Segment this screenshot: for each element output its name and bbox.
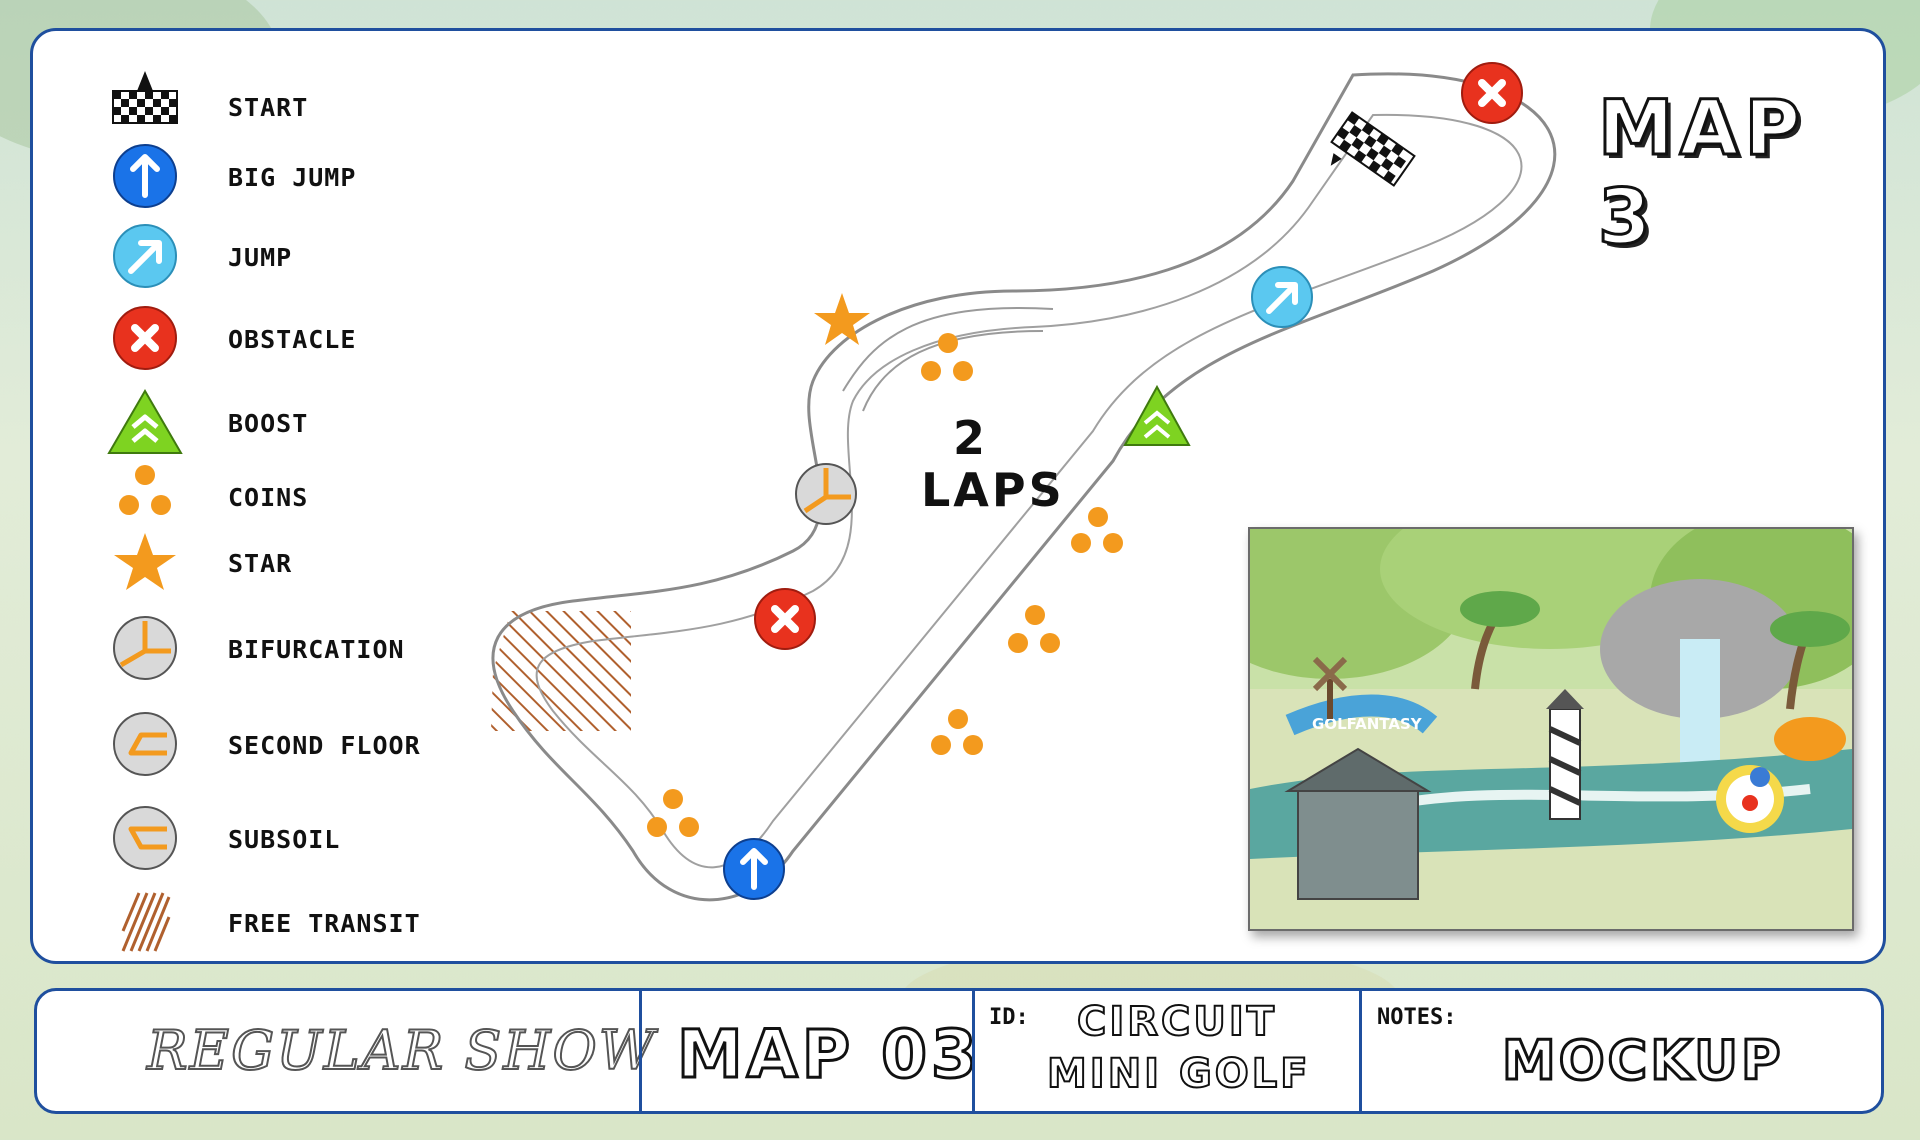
map-code: MAP 03 [676,1015,981,1095]
free-transit-icon [121,892,171,952]
legend-item-free-transit: FREE TRANSIT [33,887,493,957]
coins-icon [931,709,983,755]
jump-icon [113,224,177,288]
map-panel: START BIG JUMP JUMP OBSTACLE BOOST [30,28,1886,964]
second-floor-icon [113,712,177,776]
coins-icon [1071,507,1123,553]
notes-label: NOTES: [1377,1005,1457,1030]
legend-label: FREE TRANSIT [228,909,421,938]
legend-label: STAR [228,549,293,578]
coins-icon [921,333,973,381]
boost-icon [1123,384,1191,446]
obstacle-icon [113,306,177,370]
laps-count: 2 [953,411,986,465]
id-label: ID: [989,1005,1029,1030]
legend-label: BOOST [228,409,309,438]
track-edge [491,72,1557,902]
coins-icon [647,789,699,837]
lane-line [862,330,1044,412]
legend-item-subsoil: SUBSOIL [33,803,493,873]
star-icon [114,533,176,590]
legend-label: BIFURCATION [228,635,405,664]
legend-item-obstacle: OBSTACLE [33,303,493,373]
start-flag-icon [1330,111,1416,187]
circuit-id-line-2: MINI GOLF [1046,1050,1311,1098]
divider [1359,991,1362,1111]
legend-label: START [228,93,309,122]
jump-icon [1251,266,1313,328]
legend-label: COINS [228,483,309,512]
scene-illustration: GOLFANTASY [1250,529,1852,929]
legend-item-start: START [33,71,493,141]
legend-item-big-jump: BIG JUMP [33,141,493,211]
scene-sign-text: GOLFANTASY [1312,715,1423,733]
notes-value: MOCKUP [1501,1028,1784,1094]
bifurcation-icon [795,463,857,525]
obstacle-icon [1461,62,1523,124]
legend-label: JUMP [228,243,293,272]
show-title: REGULAR SHOW [146,1018,657,1083]
legend-item-bifurcation: BIFURCATION [33,613,493,683]
bifurcation-icon [113,616,177,680]
legend-item-star: STAR [33,527,493,597]
boost-icon [107,389,183,454]
lane-line [842,307,1054,392]
circuit-id-line-1: CIRCUIT [1076,998,1278,1046]
subsoil-icon [113,806,177,870]
laps-label: LAPS [921,463,1065,517]
title-block: REGULAR SHOW MAP 03 ID: CIRCUIT MINI GOL… [34,988,1884,1114]
map-title: MAP 3 [1597,82,1807,263]
star-icon [814,293,870,345]
mini-golf-scene-image: GOLFANTASY [1248,527,1854,931]
divider [972,991,975,1111]
legend-item-second-floor: SECOND FLOOR [33,709,493,779]
coins-icon [119,465,171,515]
big-jump-icon [113,144,177,208]
coins-icon [1008,605,1060,653]
start-flag-icon [112,71,178,124]
divider [639,991,642,1111]
legend-label: OBSTACLE [228,325,357,354]
legend-label: BIG JUMP [228,163,357,192]
free-transit-zone [491,611,631,731]
legend-label: SUBSOIL [228,825,341,854]
race-track [491,62,1557,902]
legend-item-boost: BOOST [33,387,493,457]
big-jump-icon [723,838,785,900]
legend-item-coins: COINS [33,461,493,531]
obstacle-icon [754,588,816,650]
legend-item-jump: JUMP [33,221,493,291]
legend-label: SECOND FLOOR [228,731,421,760]
